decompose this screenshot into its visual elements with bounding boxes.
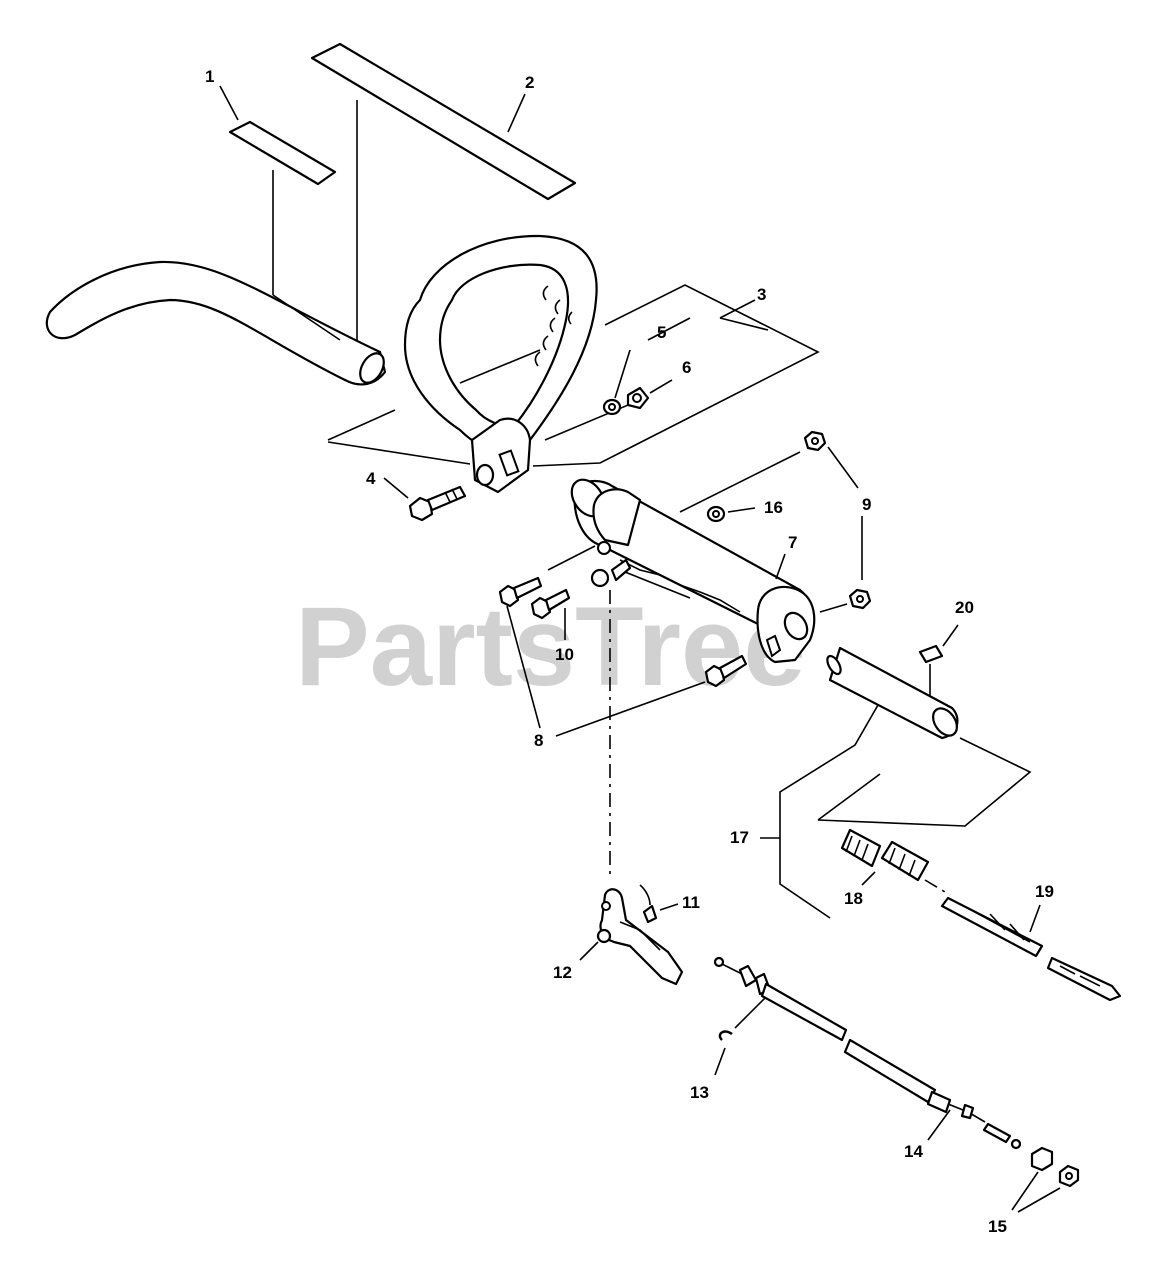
loop-handle — [327, 234, 820, 494]
nut-9-upper — [803, 430, 827, 452]
callout-11: 11 — [682, 893, 700, 912]
decal-large — [310, 42, 577, 350]
callout-6: 6 — [682, 358, 691, 377]
washer-5 — [602, 317, 691, 416]
spring-11 — [639, 884, 679, 924]
callout-15: 15 — [988, 1217, 1007, 1236]
grip-tube — [570, 451, 816, 664]
bolt-8-upper — [498, 576, 543, 608]
clip-13 — [714, 997, 766, 1076]
callout-3: 3 — [757, 285, 766, 304]
callout-2: 2 — [525, 73, 534, 92]
callout-10: 10 — [555, 645, 574, 664]
callout-12: 12 — [553, 963, 572, 982]
throttle-cable-14 — [713, 956, 1022, 1150]
callout-18: 18 — [844, 889, 863, 908]
decal-small — [228, 120, 337, 295]
washer-16 — [706, 505, 756, 523]
callout-17: 17 — [730, 828, 749, 847]
callout-19: 19 — [1035, 882, 1054, 901]
throttle-lever-12 — [579, 888, 684, 986]
callout-8: 8 — [534, 731, 543, 750]
callout-13: 13 — [690, 1083, 709, 1102]
bolt-10 — [530, 588, 571, 640]
drive-shaft-19 — [924, 879, 1122, 1002]
bolt-4 — [383, 477, 467, 522]
bolt-8-lower — [704, 654, 748, 688]
wing-nut-6 — [626, 379, 673, 410]
clamp-lug — [590, 558, 632, 588]
callout-1: 1 — [205, 67, 214, 86]
callout-7: 7 — [788, 533, 797, 552]
callout-14: 14 — [904, 1142, 923, 1161]
nut-15-b — [1058, 1164, 1080, 1188]
rear-handle-tube — [45, 260, 387, 386]
callout-20: 20 — [955, 598, 974, 617]
callout-4: 4 — [366, 469, 376, 488]
nut-15-a — [1030, 1146, 1054, 1172]
key-20 — [918, 624, 959, 700]
nut-9-lower — [848, 588, 872, 610]
callout-9: 9 — [862, 495, 871, 514]
callout-5: 5 — [657, 323, 666, 342]
coupler-18 — [840, 828, 930, 886]
callout-16: 16 — [764, 498, 783, 517]
shaft-tube — [760, 646, 1032, 919]
